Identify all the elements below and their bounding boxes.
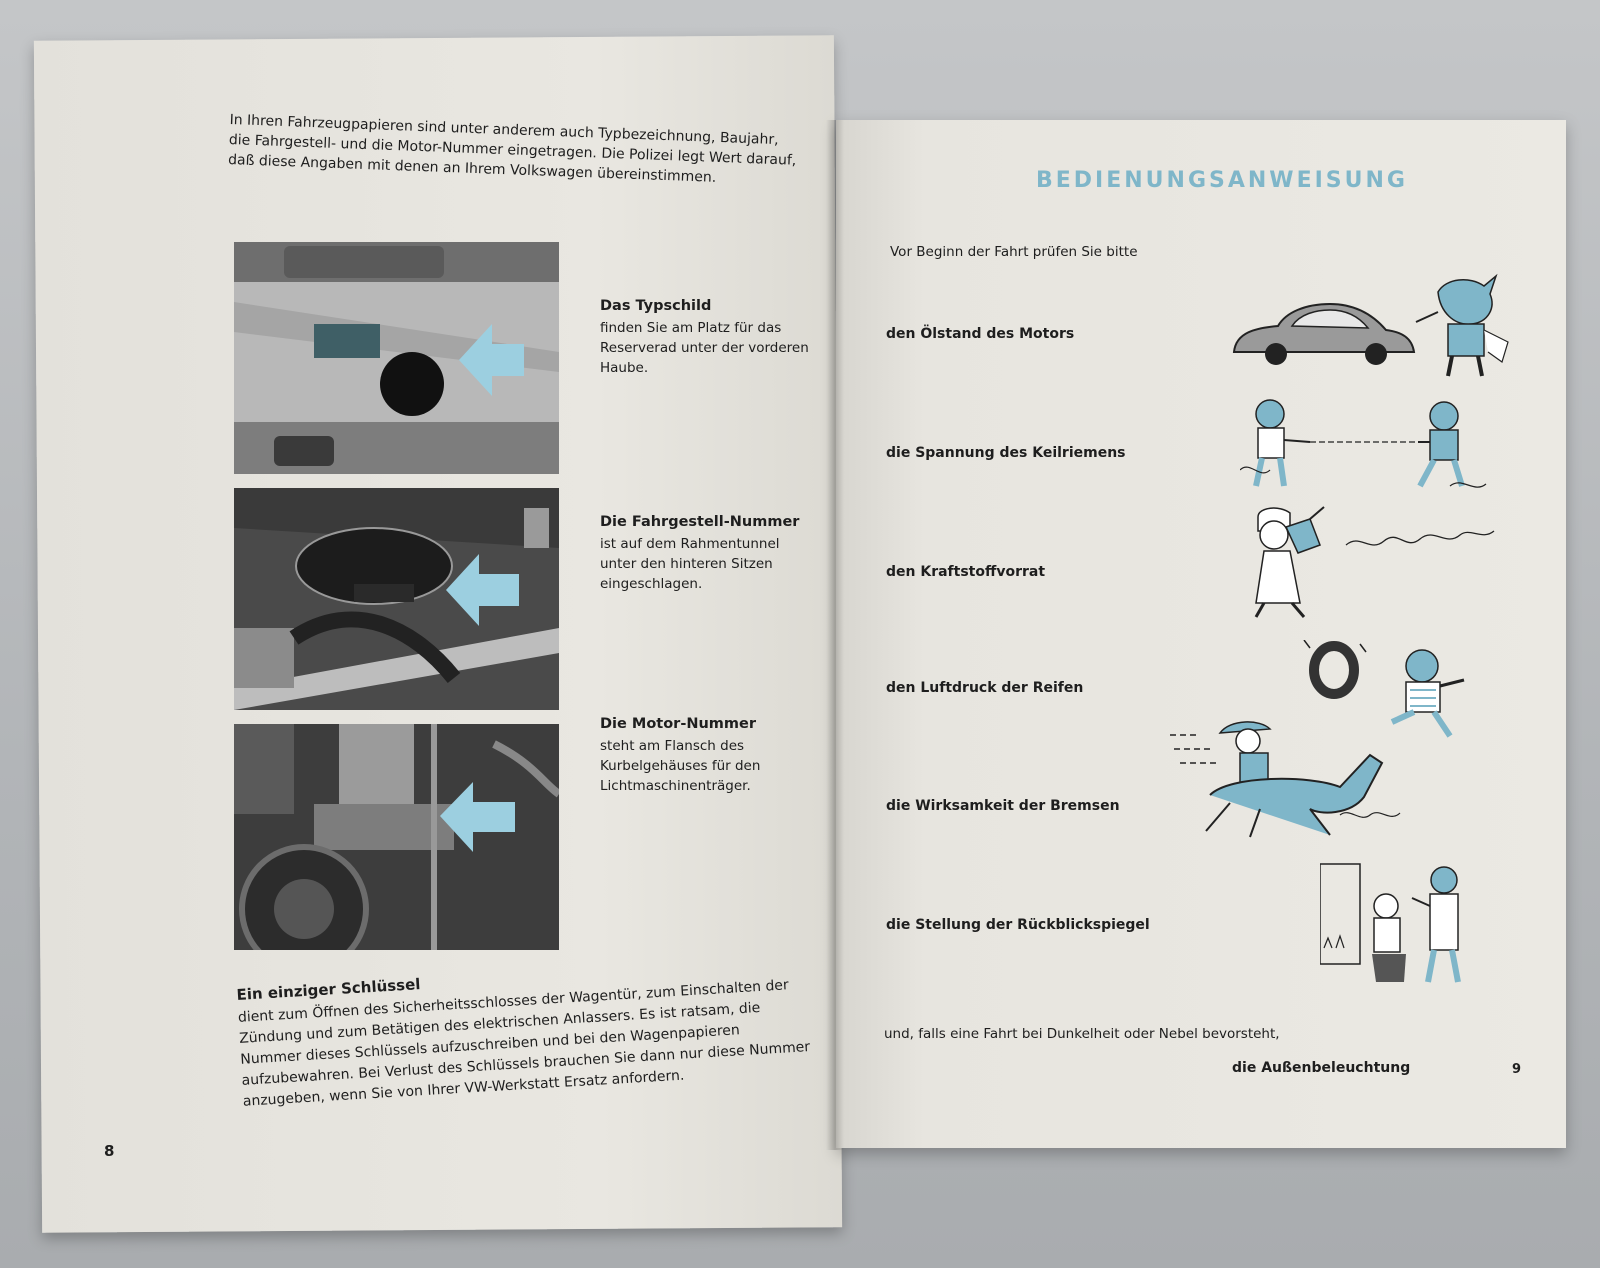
closing-text: und, falls eine Fahrt bei Dunkelheit ode… [884, 1026, 1280, 1042]
caption-text: ist auf dem Rahmentunnel unter den hinte… [600, 536, 780, 592]
caption-text: steht am Flansch des Kurbelgehäuses für … [600, 738, 761, 794]
arrow-left-icon [446, 554, 519, 626]
fahrgestell-caption: Die Fahrgestell-Nummer ist auf dem Rahme… [600, 512, 810, 594]
car-icon [1232, 302, 1416, 353]
check-item-fuel: den Kraftstoffvorrat [886, 564, 1046, 580]
page-number-right: 9 [1512, 1062, 1522, 1077]
book-gutter [826, 120, 844, 1150]
chef-figure-icon [1254, 506, 1325, 618]
checklist-intro: Vor Beginn der Fahrt prüfen Sie bitte [890, 244, 1138, 260]
typschild-photo [234, 242, 559, 474]
boy-figure-icon [1417, 401, 1465, 488]
mirror-check-illustration [1319, 858, 1470, 1002]
boy-figure-icon [1253, 399, 1311, 487]
fahrgestell-photo [234, 488, 559, 710]
belt-check-illustration [1239, 390, 1490, 504]
caption-title: Die Fahrgestell-Nummer [600, 514, 800, 530]
fuel-check-illustration [1250, 505, 1500, 624]
customer-figure-icon [1372, 893, 1406, 982]
page-heading: BEDIENUNGSANWEISUNG [1036, 168, 1408, 193]
brakes-check-illustration [1170, 715, 1420, 849]
check-item-brakes: die Wirksamkeit der Bremsen [886, 798, 1120, 814]
caption-title: Die Motor-Nummer [600, 716, 757, 732]
arrow-left-icon [440, 782, 515, 852]
tire-check-illustration [1300, 639, 1480, 764]
arrow-left-icon [459, 324, 524, 396]
mechanic-figure-icon [1415, 273, 1509, 377]
check-item-tires: den Luftdruck der Reifen [886, 680, 1084, 696]
mirror-icon [1319, 863, 1361, 965]
check-item-lights: die Außenbeleuchtung [1232, 1060, 1411, 1076]
motor-photo [234, 724, 559, 950]
horse-figure-icon [1205, 753, 1384, 838]
caption-text: finden Sie am Platz für das Reserverad u… [600, 320, 809, 376]
caption-title: Das Typschild [600, 298, 712, 314]
page-number-left: 8 [104, 1142, 115, 1160]
typschild-caption: Das Typschild finden Sie am Platz für da… [600, 296, 810, 378]
check-item-mirrors: die Stellung der Rückblickspiegel [886, 917, 1150, 933]
check-item-oil: den Ölstand des Motors [886, 326, 1075, 342]
tire-icon [1309, 641, 1359, 699]
check-item-belt: die Spannung des Keilriemens [886, 445, 1126, 461]
oil-check-illustration [1226, 272, 1516, 386]
barber-figure-icon [1411, 866, 1461, 983]
rider-figure-icon [1218, 721, 1272, 784]
motor-caption: Die Motor-Nummer steht am Flansch des Ku… [600, 714, 810, 796]
boy-running-icon [1390, 649, 1465, 738]
